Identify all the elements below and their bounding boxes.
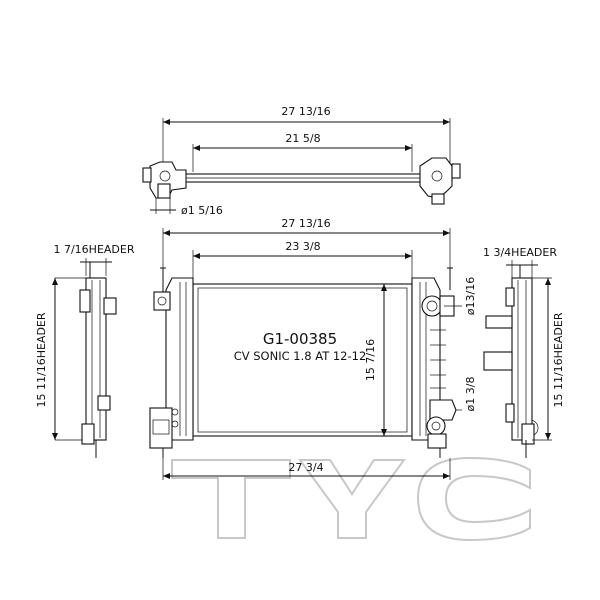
front-overall-width-top-label: 27 13/16 [281, 217, 330, 230]
right-height-label: 15 11/16HEADER [552, 312, 565, 407]
top-diameter-label: ø1 5/16 [181, 204, 223, 217]
front-view: 27 13/16 23 3/8 [149, 217, 477, 480]
right-view-inlet-stub [485, 315, 513, 329]
right-side-view: 1 3/4HEADER 15 11/16HEADER [483, 246, 565, 458]
front-core-width-label: 23 3/8 [285, 240, 320, 253]
top-inner-width-label: 21 5/8 [285, 132, 320, 145]
top-overall-width-label: 27 13/16 [281, 105, 330, 118]
left-upper-bracket [153, 291, 171, 311]
top-view-right-tank [419, 157, 453, 199]
radiator-core [192, 283, 413, 437]
left-header-label: 1 7/16HEADER [53, 243, 134, 256]
application-label: CV SONIC 1.8 AT 12-12 [234, 349, 367, 363]
lower-outlet-pipe [429, 399, 457, 421]
inlet-diameter-label: ø13/16 [464, 277, 477, 315]
front-overall-width-bottom-label: 27 3/4 [288, 461, 323, 474]
left-side-view: 1 7/16HEADER 15 11/16HEADER [35, 243, 135, 458]
top-view: 27 13/16 21 5/8 ø1 5/16 [142, 105, 461, 217]
upper-inlet-pipe [421, 295, 443, 317]
tyc-watermark-logo: R [171, 419, 539, 542]
right-view-outlet-stub [483, 351, 513, 371]
left-height-label: 15 11/16HEADER [35, 312, 48, 407]
front-core-height-label: 15 7/16 [364, 339, 377, 381]
right-header-label: 1 3/4HEADER [483, 246, 557, 259]
part-number: G1-00385 [263, 330, 337, 348]
right-side-profile [511, 277, 533, 441]
left-lower-bracket [149, 407, 173, 449]
outlet-diameter-label: ø1 3/8 [464, 377, 477, 412]
